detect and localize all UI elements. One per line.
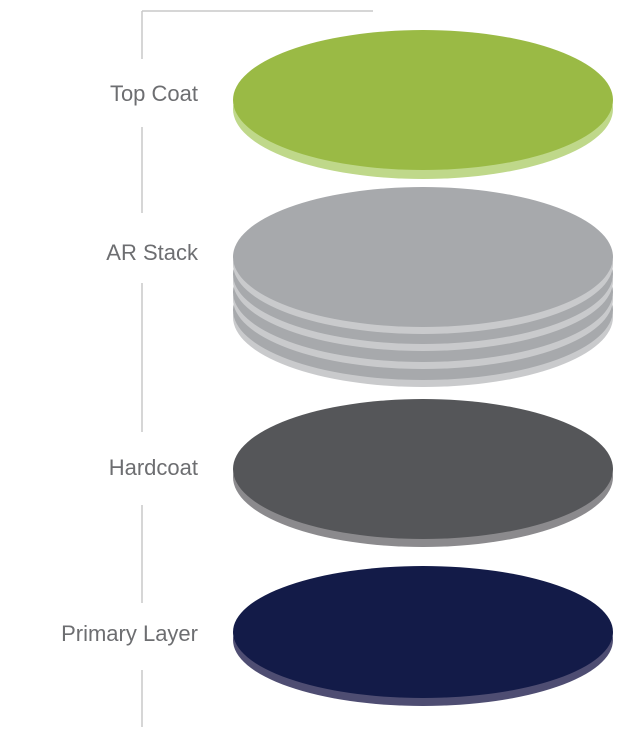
primary-layer-disc <box>233 566 613 706</box>
ar-stack-plate-1 <box>233 187 613 327</box>
primary-layer-disc-top <box>233 566 613 698</box>
hardcoat-disc <box>233 399 613 547</box>
top-coat-disc-top <box>233 30 613 170</box>
hardcoat-label: Hardcoat <box>108 455 198 480</box>
top-coat-label: Top Coat <box>109 81 198 106</box>
ar-stack-label: AR Stack <box>106 240 198 265</box>
connector-lines <box>141 10 373 727</box>
top-coat-disc <box>233 30 613 179</box>
ar-stack-disc <box>233 187 613 387</box>
hardcoat-disc-top <box>233 399 613 539</box>
primary-layer-label: Primary Layer <box>61 621 198 646</box>
